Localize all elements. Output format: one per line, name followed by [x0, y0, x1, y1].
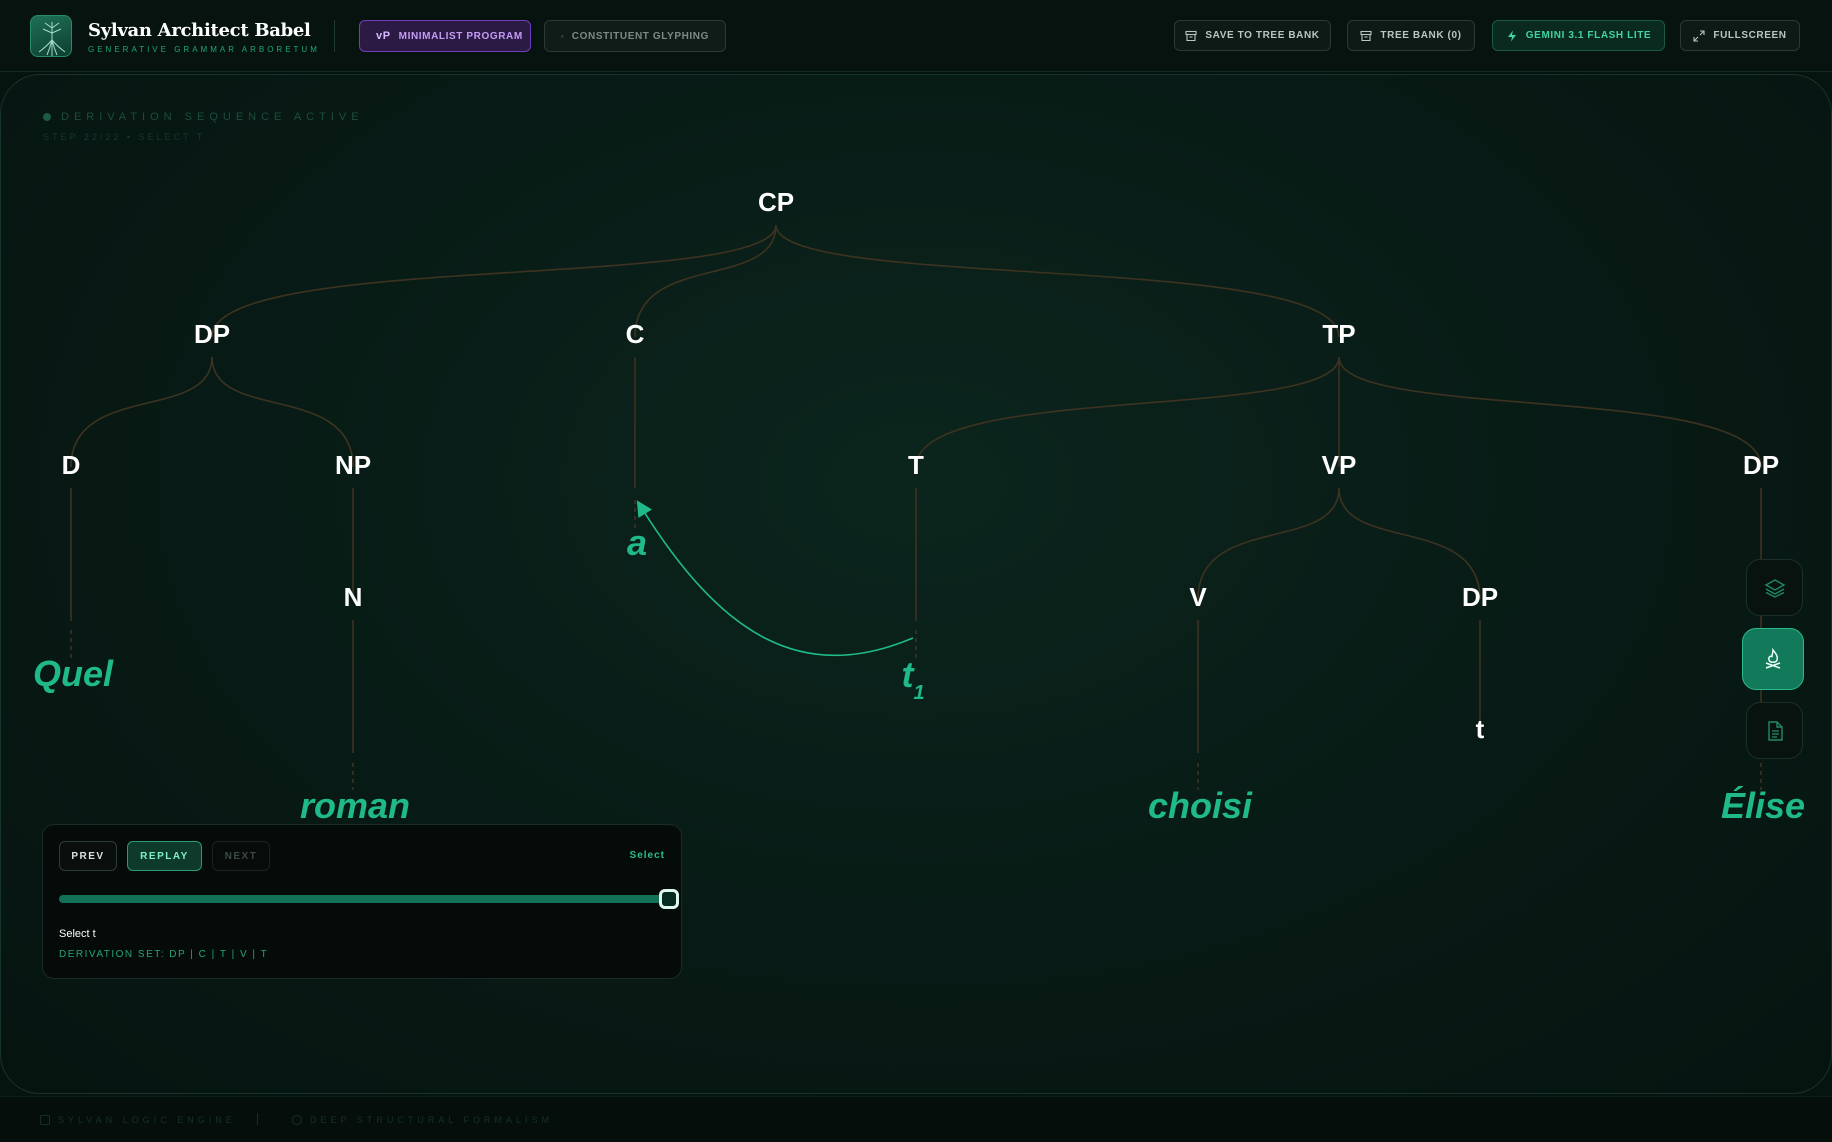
flame-icon: [1765, 648, 1781, 669]
replay-button[interactable]: REPLAY: [127, 841, 202, 871]
archive-icon: [1185, 30, 1197, 41]
tree-branch: [634, 224, 777, 338]
trace-subscript: 1: [913, 682, 924, 704]
footer-formalism-label: DEEP STRUCTURAL FORMALISM: [310, 1115, 554, 1125]
leaf-a[interactable]: a: [627, 522, 647, 563]
slider-fill: [59, 895, 669, 903]
node-t[interactable]: T: [908, 450, 924, 480]
movement-arrow: [636, 500, 914, 657]
tab-label: MINIMALIST PROGRAM: [398, 30, 523, 42]
tab-constituent-glyphing[interactable]: CONSTITUENT GLYPHING: [544, 20, 726, 52]
leaf-choisi[interactable]: choisi: [1148, 785, 1253, 826]
app-header: Sylvan Architect Babel GENERATIVE GRAMMA…: [0, 0, 1832, 72]
current-action-label: Select: [629, 850, 665, 861]
fullscreen-label: FULLSCREEN: [1713, 30, 1787, 41]
header-divider: [334, 20, 335, 52]
document-tool-button[interactable]: [1746, 702, 1803, 759]
document-icon: [1767, 720, 1783, 741]
triangle-icon: [561, 34, 564, 38]
derivation-step: STEP 22/22 • SELECT T: [43, 132, 206, 142]
next-button[interactable]: NEXT: [212, 841, 270, 871]
layers-tool-button[interactable]: [1746, 559, 1803, 616]
slider-thumb[interactable]: [659, 889, 679, 909]
expand-icon: [1693, 29, 1705, 42]
step-description: Select t: [59, 928, 96, 940]
save-to-tree-bank-button[interactable]: SAVE TO TREE BANK: [1174, 20, 1331, 51]
node-v[interactable]: V: [1189, 582, 1207, 612]
node-dp[interactable]: DP: [1743, 450, 1779, 480]
save-label: SAVE TO TREE BANK: [1205, 30, 1320, 41]
model-selector-button[interactable]: GEMINI 3.1 FLASH LITE: [1492, 20, 1665, 51]
flame-tool-button[interactable]: [1742, 628, 1804, 690]
leaf-roman[interactable]: roman: [300, 785, 410, 826]
node-cp[interactable]: CP: [758, 187, 794, 217]
node-trace[interactable]: t: [1476, 714, 1485, 744]
footer-engine: SYLVAN LOGIC ENGINE: [40, 1115, 236, 1125]
trace-word: t: [901, 654, 915, 695]
tree-bank-label: TREE BANK (0): [1380, 30, 1462, 41]
app-title: Sylvan Architect Babel: [88, 20, 311, 41]
lightning-icon: [1507, 30, 1516, 41]
derivation-status: DERIVATION SEQUENCE ACTIVE: [43, 111, 364, 123]
tree-branch: [211, 356, 354, 468]
engine-icon: [40, 1115, 50, 1125]
tree-logo-icon: [30, 15, 72, 57]
node-n[interactable]: N: [344, 582, 363, 612]
status-dot-icon: [43, 113, 51, 121]
archive-icon: [1360, 30, 1372, 41]
app-footer: SYLVAN LOGIC ENGINE DEEP STRUCTURAL FORM…: [0, 1096, 1832, 1142]
node-c[interactable]: C: [626, 319, 645, 349]
layers-icon: [1764, 578, 1785, 598]
leaf-quel[interactable]: Quel: [33, 653, 114, 694]
node-d[interactable]: D: [62, 450, 81, 480]
app-subtitle: GENERATIVE GRAMMAR ARBORETUM: [88, 45, 320, 54]
node-vp[interactable]: VP: [1322, 450, 1357, 480]
derivation-set: DERIVATION SET: DP | C | T | V | T: [59, 949, 269, 960]
model-label: GEMINI 3.1 FLASH LITE: [1525, 30, 1652, 41]
node-tp[interactable]: TP: [1322, 319, 1355, 349]
tree-branch: [1197, 487, 1340, 600]
node-dp[interactable]: DP: [1462, 582, 1498, 612]
node-np[interactable]: NP: [335, 450, 371, 480]
tab-label: CONSTITUENT GLYPHING: [571, 30, 709, 42]
formalism-icon: [292, 1115, 302, 1125]
fullscreen-button[interactable]: FULLSCREEN: [1680, 20, 1800, 51]
leaf-elise[interactable]: Élise: [1721, 785, 1805, 826]
vp-badge: vP: [376, 30, 391, 42]
tree-branch: [775, 224, 1340, 338]
footer-divider: [257, 1113, 258, 1125]
footer-formalism: DEEP STRUCTURAL FORMALISM: [292, 1115, 553, 1125]
tree-branch: [915, 356, 1340, 468]
tree-branch: [1338, 356, 1762, 468]
leaf-t1[interactable]: t1: [901, 654, 924, 704]
node-dp[interactable]: DP: [194, 319, 230, 349]
tree-branch: [70, 356, 213, 468]
tree-branch: [211, 224, 777, 338]
prev-button[interactable]: PREV: [59, 841, 117, 871]
footer-engine-label: SYLVAN LOGIC ENGINE: [58, 1115, 236, 1125]
tree-bank-button[interactable]: TREE BANK (0): [1347, 20, 1475, 51]
step-slider[interactable]: [59, 889, 679, 909]
tab-minimalist-program[interactable]: vP MINIMALIST PROGRAM: [359, 20, 531, 52]
syntax-tree: CP DP C TP D NP T VP DP N V DP t Quel ro…: [33, 187, 1805, 826]
tree-branch: [1338, 487, 1481, 600]
derivation-player: PREV REPLAY NEXT Select Select t DERIVAT…: [42, 824, 682, 979]
derivation-status-label: DERIVATION SEQUENCE ACTIVE: [61, 111, 364, 123]
